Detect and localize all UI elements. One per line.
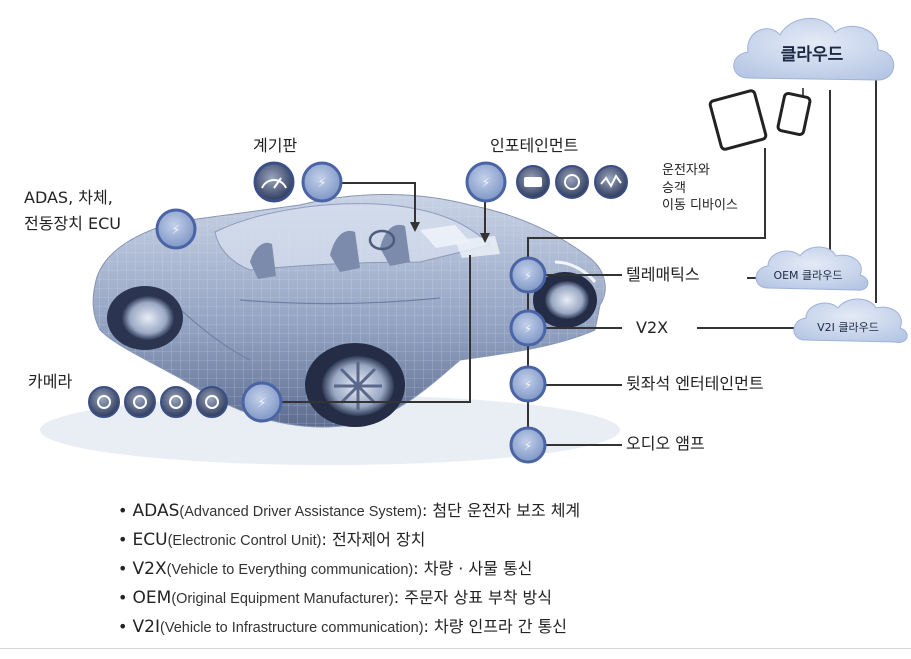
oem-cloud-label: OEM 클라우드 [773, 269, 842, 282]
legend-full: (Electronic Control Unit) [167, 533, 322, 549]
camera-label: 카메라 [28, 372, 73, 391]
chip-icon-camera: ⚡ [241, 381, 283, 423]
legend-item: • ADAS(Advanced Driver Assistance System… [118, 497, 758, 526]
legend-bullet: • [118, 530, 128, 549]
svg-text:⚡: ⚡ [524, 378, 532, 392]
legend-abbr: V2I [132, 617, 160, 637]
main-cloud [733, 17, 895, 81]
telematics-label: 텔레매틱스 [626, 265, 700, 284]
tablet-icon [708, 89, 768, 151]
legend-desc: : 주문자 상표 부착 방식 [393, 588, 552, 607]
v2x-label: V2X [636, 318, 669, 337]
chip-icon-adas-ecu: ⚡ [155, 208, 197, 250]
legend-item: • V2X(Vehicle to Everything communicatio… [118, 555, 758, 584]
devices-label: 운전자와 승객 이동 디바이스 [662, 162, 738, 215]
legend-item: • V2I(Vehicle to Infrastructure communic… [118, 613, 758, 642]
oem-cloud [755, 246, 869, 291]
chip-icon-audio-amp: ⚡ [509, 426, 547, 464]
legend-full: (Original Equipment Manufacturer) [171, 591, 394, 607]
legend-full: (Advanced Driver Assistance System) [179, 504, 422, 520]
legend-bullet: • [118, 501, 128, 520]
devices-label-line2: 승객 [662, 180, 686, 196]
legend-desc: : 첨단 운전자 보조 체계 [421, 501, 581, 520]
svg-text:⚡: ⚡ [257, 396, 266, 411]
legend-bullet: • [118, 617, 128, 636]
chip-icon-rear-seat: ⚡ [509, 365, 547, 403]
rear-seat-label: 뒷좌석 엔터테인먼트 [626, 374, 764, 393]
bottom-divider [0, 648, 911, 649]
legend-item: • OEM(Original Equipment Manufacturer): … [118, 584, 758, 613]
car-illustration [92, 194, 606, 428]
svg-text:⚡: ⚡ [524, 439, 532, 453]
legend-abbr: ADAS [132, 501, 180, 521]
gauge-cluster-label: 계기판 [253, 136, 298, 155]
legend-abbr: V2X [132, 559, 167, 579]
svg-text:⚡: ⚡ [171, 223, 180, 238]
adas-label-line1: ADAS, 차체, [24, 188, 113, 207]
svg-text:⚡: ⚡ [481, 176, 490, 191]
chip-icon-telematics: ⚡ [509, 256, 547, 294]
legend-desc: : 차량 · 사물 통신 [413, 559, 533, 578]
svg-text:⚡: ⚡ [317, 176, 326, 191]
chip-icon-gauge-cluster: ⚡ [301, 161, 343, 203]
legend-bullet: • [118, 588, 128, 607]
infotainment-label: 인포테인먼트 [490, 136, 579, 155]
legend-desc: : 차량 인프라 간 통신 [423, 617, 568, 636]
gauge-icon [253, 161, 295, 203]
chip-icon-v2x: ⚡ [509, 309, 547, 347]
legend-full: (Vehicle to Infrastructure communication… [160, 620, 424, 636]
legend-full: (Vehicle to Everything communication) [166, 562, 414, 578]
camera-lens-icons [88, 386, 228, 418]
legend-abbr: OEM [132, 588, 172, 608]
chip-icon-infotainment: ⚡ [465, 161, 507, 203]
devices-label-line1: 운전자와 [662, 163, 710, 178]
devices-label-line3: 이동 디바이스 [662, 198, 738, 214]
legend-desc: : 전자제어 장치 [321, 530, 426, 549]
v2i-cloud-label: V2I 클라우드 [817, 321, 879, 334]
legend-item: • ECU(Electronic Control Unit): 전자제어 장치 [118, 526, 758, 555]
audio-amp-label: 오디오 앰프 [626, 434, 705, 453]
v2i-cloud [793, 298, 908, 343]
svg-text:⚡: ⚡ [524, 269, 532, 283]
adas-label-line2: 전동장치 ECU [24, 214, 121, 233]
abbreviation-legend: • ADAS(Advanced Driver Assistance System… [118, 497, 758, 642]
svg-text:⚡: ⚡ [524, 322, 532, 336]
media-icon [516, 165, 628, 199]
legend-bullet: • [118, 559, 128, 578]
cloud-label: 클라우드 [781, 45, 844, 65]
phone-icon [776, 91, 812, 137]
legend-abbr: ECU [132, 530, 168, 550]
connector-lines [280, 80, 877, 450]
